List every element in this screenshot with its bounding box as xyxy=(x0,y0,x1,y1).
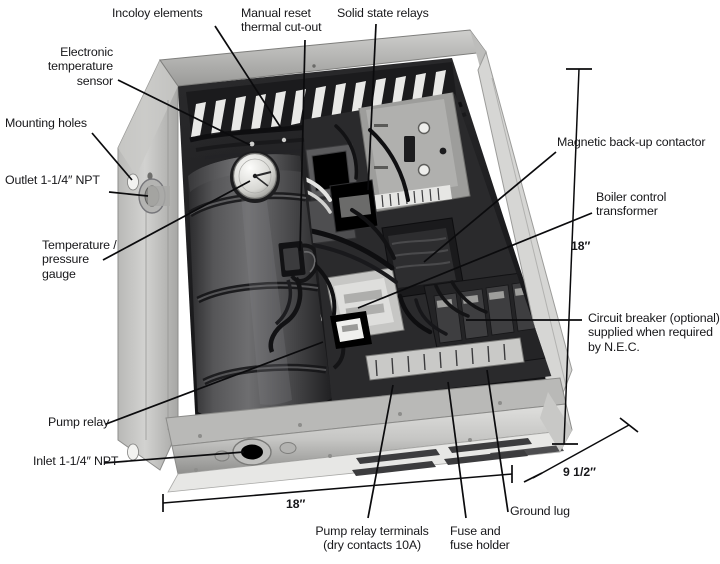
callout-label-pump-relay: Pump relay xyxy=(48,415,110,429)
callout-label-outlet-npt: Outlet 1-1/4″ NPT xyxy=(5,173,100,187)
callout-label-pump-relay-terminals: Pump relay terminals (dry contacts 10A) xyxy=(315,524,429,553)
callout-label-ground-lug: Ground lug xyxy=(510,504,570,518)
callout-label-mounting-holes: Mounting holes xyxy=(5,116,87,130)
terminal-strip-row xyxy=(365,337,525,381)
dimension-label-depth-right: 9 1/2″ xyxy=(563,465,596,479)
left-mounting-flange xyxy=(117,59,179,471)
callout-label-circuit-breaker: Circuit breaker (optional) supplied when… xyxy=(588,311,720,354)
callout-label-electronic-temp-sensor: Electronic temperature sensor xyxy=(47,45,113,88)
temperature-pressure-gauge xyxy=(230,151,280,203)
callout-label-fuse-and-fuse-holder: Fuse and fuse holder xyxy=(450,524,510,553)
solid-state-relay-module xyxy=(357,92,471,213)
callout-label-incoloy-elements: Incoloy elements xyxy=(112,6,203,20)
callout-label-manual-reset-cutout: Manual reset thermal cut-out xyxy=(241,6,322,35)
callout-label-solid-state-relays: Solid state relays xyxy=(337,6,429,20)
control-panel-assembly xyxy=(300,92,552,402)
callout-label-magnetic-backup-contactor: Magnetic back-up contactor xyxy=(557,135,706,149)
dimension-label-width-bottom: 18″ xyxy=(286,497,306,511)
fuse-and-fuse-holder xyxy=(330,311,372,349)
manual-reset-thermal-cutout xyxy=(268,241,320,353)
callout-label-inlet-npt: Inlet 1-1/4″ NPT xyxy=(33,454,119,468)
callout-label-boiler-control-transformer: Boiler control transformer xyxy=(596,190,667,219)
callout-label-temp-pressure-gauge: Temperature / pressure gauge xyxy=(42,238,117,281)
dimension-label-height-right: 18″ xyxy=(571,239,591,253)
